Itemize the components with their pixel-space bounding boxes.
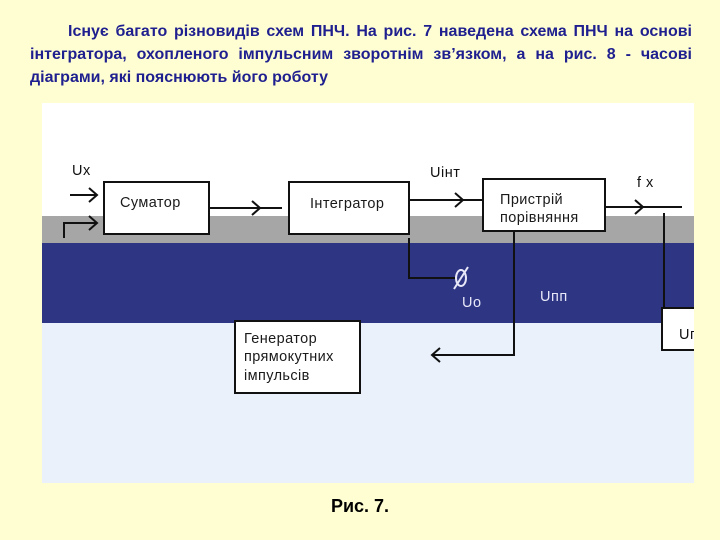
summator-label: Суматор	[120, 195, 181, 211]
intro-paragraph: Існує багато різновидів схем ПНЧ. На рис…	[30, 20, 692, 89]
uo-label: Uо	[462, 295, 482, 311]
figure-7-diagram: Суматор Інтегратор Пристрій порівняння Г…	[42, 103, 694, 483]
band-light	[42, 323, 694, 483]
fx-label: f х	[637, 175, 654, 191]
comparator-box	[482, 178, 606, 232]
un-block-box	[661, 307, 694, 351]
ux-label: Uх	[72, 163, 91, 179]
band-dark	[42, 243, 694, 323]
ux-arrowhead	[88, 187, 99, 203]
summator-box	[103, 181, 210, 235]
generator-label-1: Генератор	[244, 331, 318, 347]
wires	[63, 187, 682, 363]
int-to-comp-arrowhead	[454, 192, 465, 208]
integrator-label: Інтегратор	[310, 196, 385, 212]
upp-wire	[432, 228, 515, 356]
fx-arrowhead	[634, 199, 645, 215]
block-diagram-svg	[42, 103, 694, 483]
upp-label: Uпп	[540, 289, 568, 305]
zero-symbol	[453, 266, 469, 290]
comparator-label-2: порівняння	[500, 210, 579, 226]
upp-arrowhead	[430, 347, 441, 363]
sum-to-int-arrowhead	[251, 200, 262, 216]
generator-label-3: імпульсів	[244, 368, 310, 384]
uo-wire	[408, 238, 457, 279]
un-label: Uп	[679, 327, 694, 343]
integrator-box	[288, 181, 410, 235]
generator-label-2: прямокутних	[244, 349, 334, 365]
feedback-into-summator-wire	[63, 222, 97, 238]
uint-label: Uінт	[430, 165, 461, 181]
comparator-label-1: Пристрій	[500, 192, 564, 208]
intro-text: Існує багато різновидів схем ПНЧ. На рис…	[30, 23, 692, 86]
generator-box	[234, 320, 361, 394]
figure-caption: Рис. 7.	[330, 496, 390, 516]
feedback-arrowhead	[88, 215, 99, 231]
